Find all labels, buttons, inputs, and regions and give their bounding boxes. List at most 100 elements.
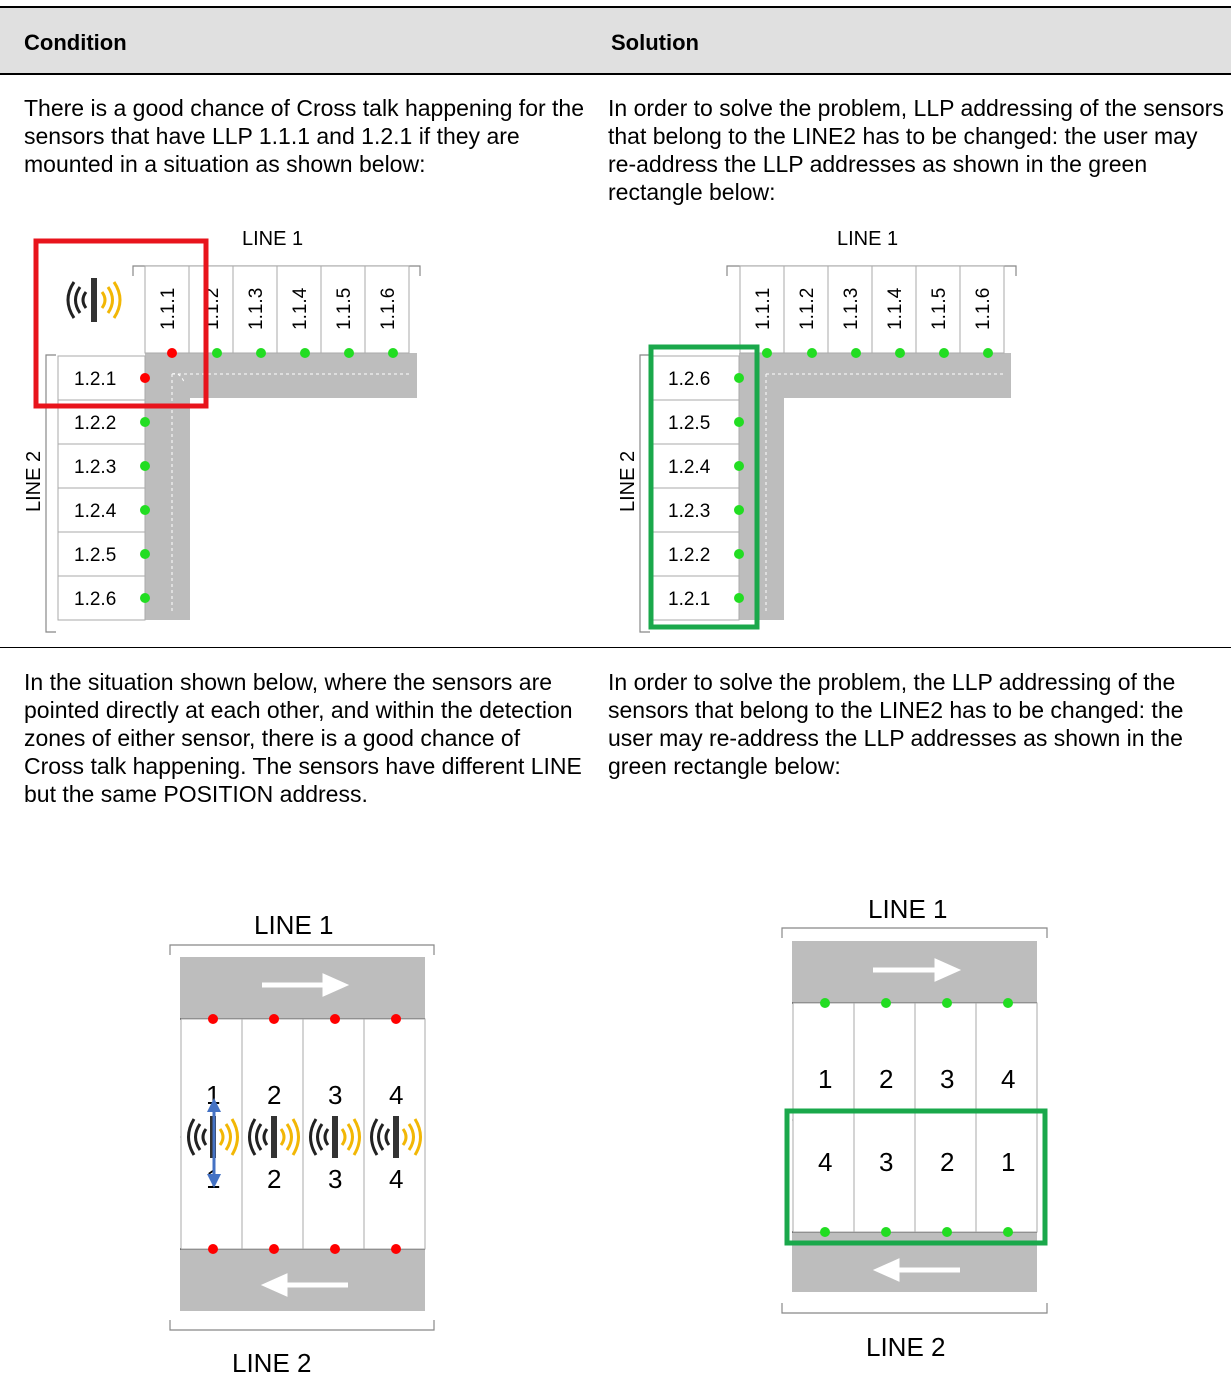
parking-slot bbox=[651, 575, 740, 621]
sensor-dot bbox=[140, 461, 150, 471]
sensor-dot bbox=[1003, 998, 1013, 1008]
sensor-icon bbox=[66, 278, 122, 322]
sensor-dot bbox=[942, 1227, 952, 1237]
sensor-dot bbox=[942, 998, 952, 1008]
parking-slot bbox=[915, 265, 961, 354]
slot-address: 1.2.3 bbox=[74, 457, 116, 478]
row2-left-diagram: LINE 1 12341234 LINE 2 bbox=[169, 910, 435, 1378]
sensor-dot bbox=[140, 549, 150, 559]
parking-slot bbox=[914, 1002, 977, 1233]
line2-label: LINE 2 bbox=[232, 1348, 312, 1378]
parking-slot bbox=[792, 1002, 855, 1233]
parking-slot bbox=[651, 531, 740, 577]
line1-label: LINE 1 bbox=[242, 228, 303, 250]
slot-address: 1.1.6 bbox=[973, 288, 994, 330]
parking-slot bbox=[57, 487, 146, 533]
row2-solution-text: In order to solve the problem, the LLP a… bbox=[608, 669, 1184, 779]
sensor-dot bbox=[762, 348, 772, 358]
slot-address: 1.1.3 bbox=[246, 288, 267, 330]
position-number: 1 bbox=[206, 1080, 220, 1110]
condition-header: Condition bbox=[24, 30, 127, 55]
sensor-dot bbox=[344, 348, 354, 358]
position-number: 1 bbox=[818, 1064, 832, 1094]
slot-address: 1.1.1 bbox=[158, 288, 179, 330]
header-bottom-border bbox=[0, 73, 1231, 75]
parking-slot bbox=[232, 265, 278, 354]
sensor-dot bbox=[881, 998, 891, 1008]
slot-address: 1.2.1 bbox=[668, 589, 710, 610]
sensor-dot bbox=[140, 505, 150, 515]
slot-address: 1.2.5 bbox=[668, 413, 710, 434]
sensor-icon bbox=[309, 1116, 361, 1158]
position-number: 2 bbox=[267, 1080, 281, 1110]
sensor-dot bbox=[820, 1227, 830, 1237]
parking-slot bbox=[827, 265, 873, 354]
slot-address: 1.2.4 bbox=[668, 457, 711, 478]
parking-slot bbox=[57, 355, 146, 401]
line1-label: LINE 1 bbox=[837, 228, 898, 250]
sensor-dot bbox=[140, 593, 150, 603]
sensor-dot bbox=[734, 549, 744, 559]
sensor-dot bbox=[167, 348, 177, 358]
row1-solution-text: In order to solve the problem, LLP addre… bbox=[608, 95, 1224, 205]
sensor-dot bbox=[820, 998, 830, 1008]
slot-address: 1.2.1 bbox=[74, 369, 116, 390]
slot-address: 1.2.6 bbox=[74, 589, 116, 610]
sensor-icon bbox=[248, 1116, 300, 1158]
parking-slot bbox=[959, 265, 1005, 354]
fault-highlight-box bbox=[33, 238, 209, 409]
sensor-dot bbox=[1003, 1227, 1013, 1237]
position-number: 1 bbox=[1001, 1147, 1015, 1177]
slot-address: 1.1.1 bbox=[753, 288, 774, 330]
position-number: 3 bbox=[879, 1147, 893, 1177]
sensor-dot bbox=[208, 1014, 218, 1024]
slot-address: 1.1.4 bbox=[885, 287, 906, 330]
sensor-dot bbox=[734, 505, 744, 515]
sensor-icon bbox=[370, 1116, 422, 1158]
position-number: 2 bbox=[879, 1064, 893, 1094]
sensor-dot bbox=[734, 593, 744, 603]
table-top-border bbox=[0, 6, 1231, 8]
sensor-dot bbox=[212, 348, 222, 358]
sensor-dot bbox=[256, 348, 266, 358]
arrow-vertical-icon bbox=[207, 1098, 221, 1188]
sensor-dot bbox=[300, 348, 310, 358]
position-number: 2 bbox=[940, 1147, 954, 1177]
slot-address: 1.1.5 bbox=[929, 288, 950, 330]
sensor-dot bbox=[269, 1244, 279, 1254]
row2-condition-text: In the situation shown below, where the … bbox=[24, 669, 582, 807]
sensor-dot bbox=[734, 373, 744, 383]
sensor-dot bbox=[388, 348, 398, 358]
slot-address: 1.2.2 bbox=[74, 413, 116, 434]
slot-address: 1.2.3 bbox=[668, 501, 710, 522]
parking-slot bbox=[853, 1002, 916, 1233]
line2-label: LINE 2 bbox=[617, 451, 639, 512]
parking-slot bbox=[871, 265, 917, 354]
slot-address: 1.2.5 bbox=[74, 545, 116, 566]
sensor-dot bbox=[391, 1014, 401, 1024]
line1-label: LINE 1 bbox=[254, 910, 334, 940]
parking-slot bbox=[975, 1002, 1038, 1233]
sensor-dot bbox=[330, 1244, 340, 1254]
position-number: 2 bbox=[267, 1164, 281, 1194]
row1-condition-text: There is a good chance of Cross talk hap… bbox=[24, 95, 585, 177]
parking-slot bbox=[651, 443, 740, 489]
line2-label: LINE 2 bbox=[866, 1332, 946, 1362]
sensor-dot bbox=[269, 1014, 279, 1024]
position-number: 4 bbox=[1001, 1064, 1015, 1094]
sensor-dot bbox=[140, 417, 150, 427]
table-header bbox=[0, 8, 1231, 74]
row-divider bbox=[0, 647, 1231, 648]
sensor-dot bbox=[983, 348, 993, 358]
sensor-dot bbox=[734, 461, 744, 471]
sensor-dot bbox=[807, 348, 817, 358]
slot-address: 1.1.4 bbox=[290, 287, 311, 330]
sensor-dot bbox=[881, 1227, 891, 1237]
sensor-dot bbox=[140, 373, 150, 383]
solution-highlight-box bbox=[648, 344, 760, 630]
position-number: 4 bbox=[389, 1164, 403, 1194]
slot-address: 1.2.4 bbox=[74, 501, 117, 522]
